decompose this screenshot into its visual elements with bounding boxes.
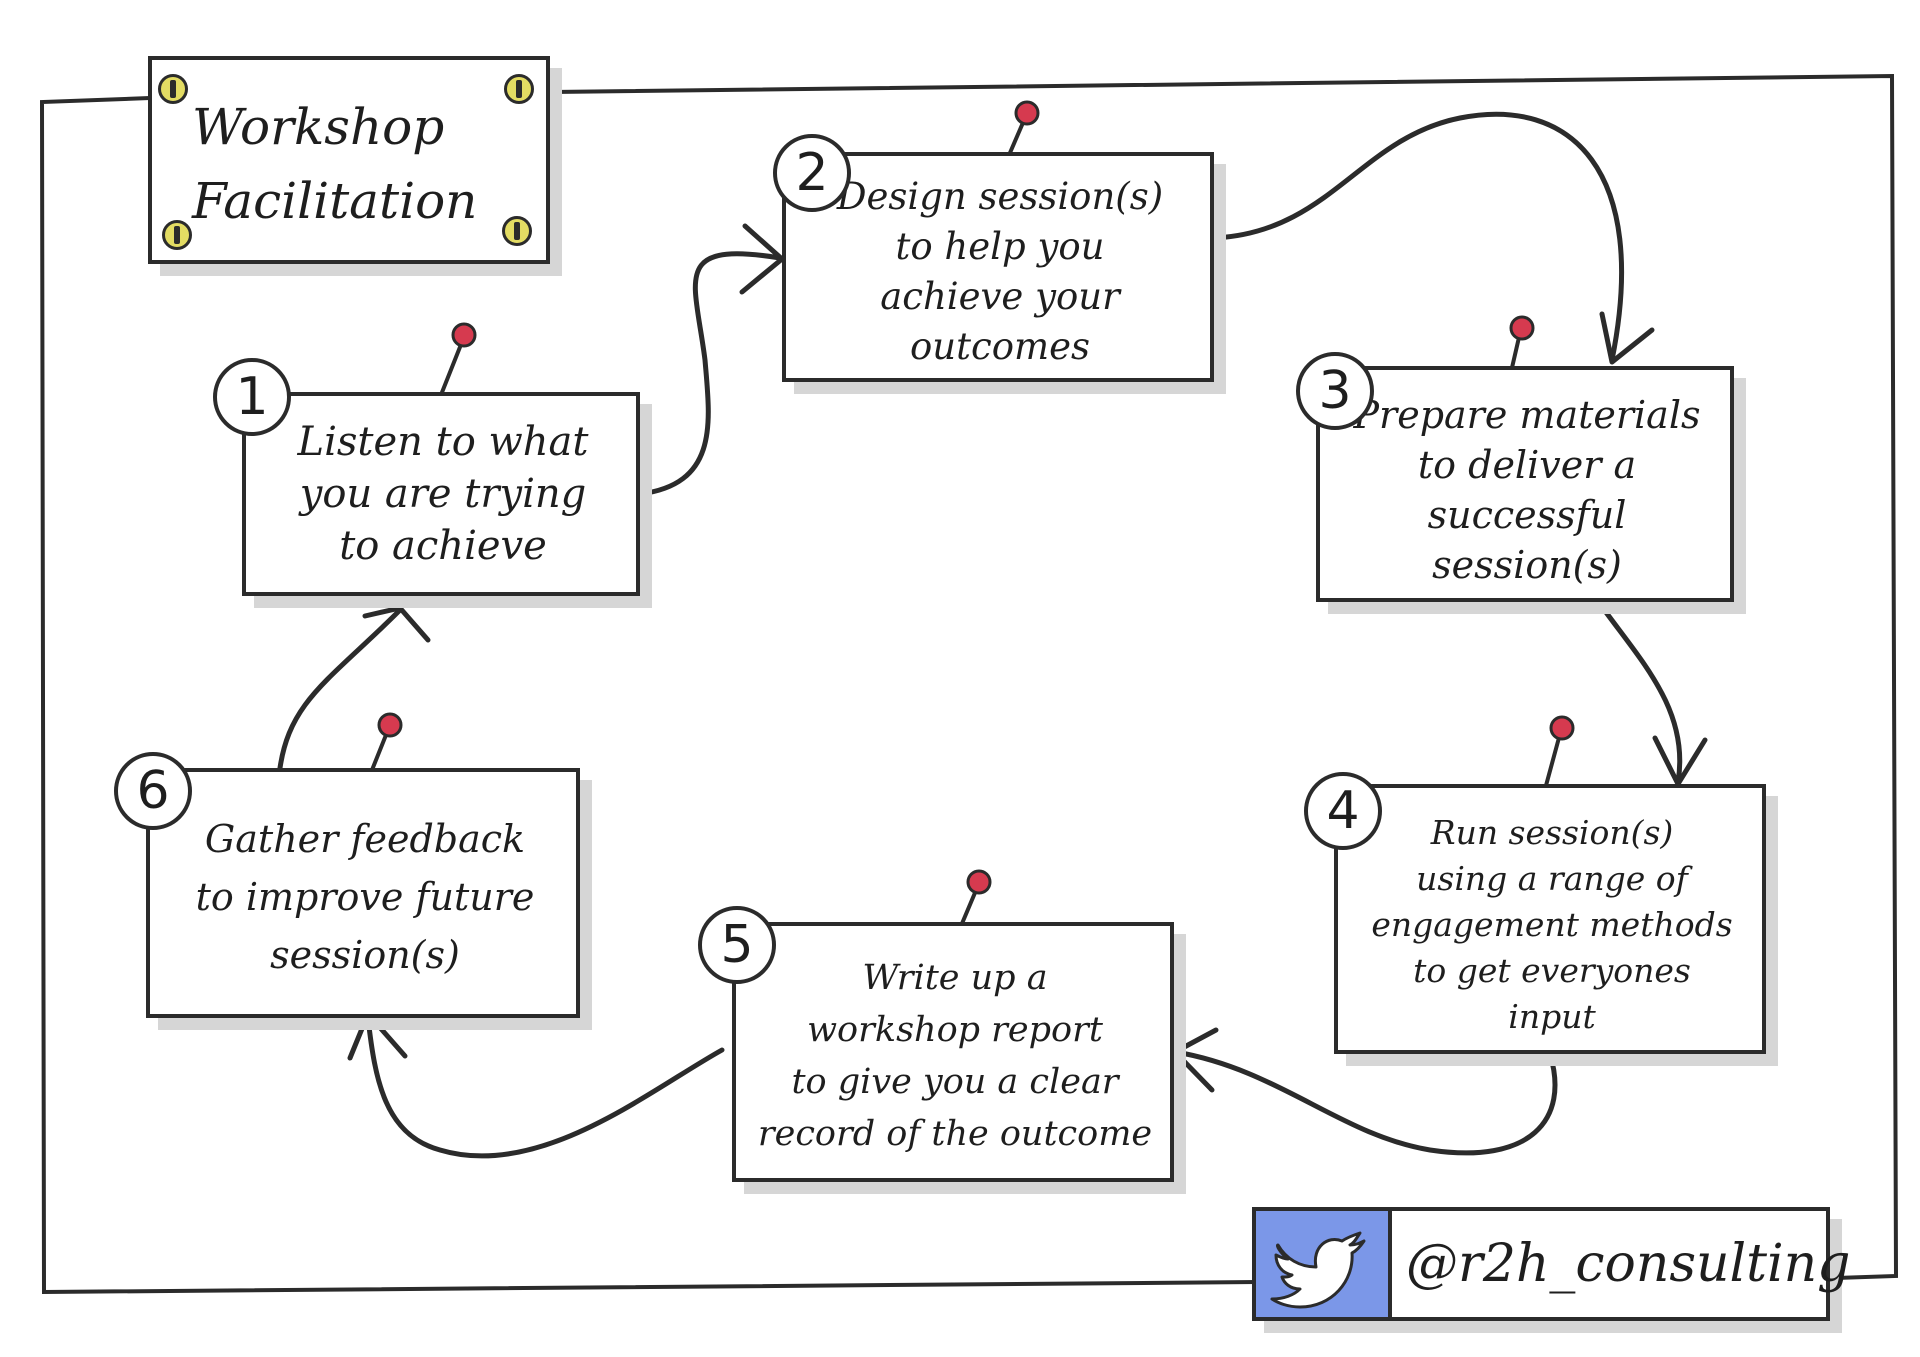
step-card-4: Run session(s) using a range of engageme…	[1334, 784, 1766, 1054]
screw-icon	[502, 216, 532, 246]
pin-head-6	[377, 712, 403, 738]
pin-head-1	[451, 322, 477, 348]
step-number-1: 1	[213, 358, 291, 436]
step-number-4: 4	[1304, 772, 1382, 850]
step-text-6: Gather feedback to improve future sessio…	[195, 817, 535, 977]
step-number-6: 6	[114, 752, 192, 830]
step-text-2: Design session(s) to help you achieve yo…	[836, 175, 1164, 368]
diagram-title: Workshop Facilitation	[192, 98, 478, 230]
arrow-4-to-5	[1173, 1049, 1558, 1156]
arrow-1-to-2	[637, 251, 783, 497]
step-card-5: Write up a workshop report to give you a…	[732, 922, 1174, 1182]
pin-head-2	[1014, 100, 1040, 126]
outer-frame	[39, 73, 1899, 1295]
step-number-3: 3	[1296, 352, 1374, 430]
arrow-3-to-4	[1597, 601, 1683, 785]
arrowhead-6-to-1	[362, 605, 431, 643]
step-card-1: Listen to what you are trying to achieve	[242, 392, 640, 596]
step-text-3: Prepare materials to deliver a successfu…	[1353, 393, 1701, 587]
arrowhead-5-to-6	[347, 1011, 408, 1061]
twitter-bird-icon[interactable]	[1256, 1211, 1392, 1317]
step-number-2: 2	[773, 134, 851, 212]
pin-head-4	[1549, 715, 1575, 741]
step-text-4: Run session(s) using a range of engageme…	[1371, 813, 1733, 1036]
step-card-6: Gather feedback to improve future sessio…	[146, 768, 580, 1018]
screw-icon	[162, 220, 192, 250]
twitter-handle[interactable]: @r2h_consulting	[1406, 1234, 1851, 1294]
arrow-6-to-1	[277, 607, 403, 771]
arrow-2-to-3	[1212, 111, 1624, 363]
twitter-card[interactable]: @r2h_consulting	[1252, 1207, 1850, 1321]
screw-icon	[158, 74, 188, 104]
step-card-3: Prepare materials to deliver a successfu…	[1316, 366, 1734, 602]
step-text-1: Listen to what you are trying to achieve	[297, 419, 589, 569]
title-card: Workshop Facilitation	[148, 56, 550, 264]
pin-head-3	[1509, 315, 1535, 341]
arrowhead-4-to-5	[1172, 1027, 1219, 1093]
screw-icon	[504, 74, 534, 104]
arrow-5-to-6	[365, 1015, 725, 1159]
arrowhead-2-to-3	[1599, 311, 1655, 365]
step-number-5: 5	[698, 906, 776, 984]
step-text-5: Write up a workshop report to give you a…	[757, 958, 1153, 1154]
pin-head-5	[966, 869, 992, 895]
step-card-2: Design session(s) to help you achieve yo…	[782, 152, 1214, 382]
